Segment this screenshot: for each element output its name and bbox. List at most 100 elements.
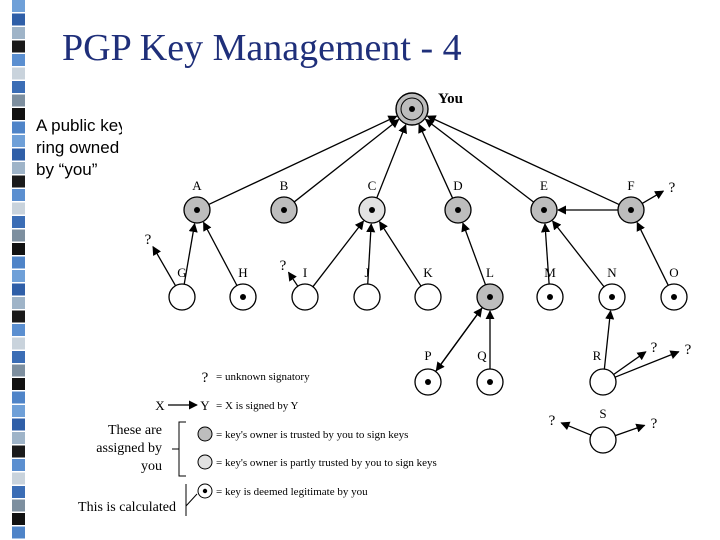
- sidebar-block: [12, 81, 25, 93]
- node-h-legit-dot: [240, 294, 246, 300]
- sidebar-block: [12, 310, 25, 323]
- sidebar-block: [12, 499, 25, 512]
- node-p-label: P: [424, 348, 431, 363]
- edge-i-c: [312, 220, 365, 288]
- sidebar-block: [12, 364, 25, 377]
- sidebar-block: [12, 513, 25, 525]
- edge-m-e: [540, 223, 551, 285]
- sidebar-block: [12, 405, 25, 417]
- node-p-legit-dot: [425, 379, 431, 385]
- node-e-label: E: [540, 178, 548, 193]
- sidebar-block: [12, 54, 25, 66]
- edge-l-p: [435, 307, 483, 372]
- edge-h-a: [202, 221, 238, 286]
- edge-d-you: [418, 123, 454, 199]
- node-s: [589, 426, 617, 454]
- edge-unknown-1: [152, 245, 177, 287]
- edge-o-f: [636, 221, 669, 286]
- node-k-label: K: [423, 265, 433, 280]
- node-h-label: H: [238, 265, 247, 280]
- sidebar-block: [12, 337, 25, 350]
- edge-unknown-5: [560, 421, 592, 436]
- intro-text: A public key ring owned by “you”: [36, 115, 122, 181]
- node-o-label: O: [669, 265, 678, 280]
- edge-unknown-6: [615, 423, 646, 437]
- edge-b-you: [293, 118, 400, 203]
- edge-unknown-2: [288, 271, 299, 287]
- legend-x-label: X: [155, 398, 165, 413]
- node-i: [291, 283, 319, 311]
- unknown-signatory-mark: ?: [651, 416, 658, 432]
- signature-edges: [183, 115, 669, 372]
- sidebar-block: [12, 229, 25, 242]
- node-b-label: B: [280, 178, 289, 193]
- sidebar-block: [12, 459, 25, 471]
- sidebar-block: [12, 378, 25, 390]
- sidebar-block: [12, 243, 25, 255]
- sidebar-block: [12, 256, 25, 269]
- calculated-bracket-link: [185, 493, 198, 507]
- unknown-signatory-mark: ?: [669, 180, 676, 196]
- legend-trusted-text: = key's owner is trusted by you to sign …: [216, 429, 408, 441]
- edge-a-you: [208, 115, 398, 206]
- unknown-signatory-mark: ?: [549, 413, 556, 429]
- sidebar-block: [12, 526, 25, 539]
- calculated-note: This is calculated: [78, 500, 176, 515]
- sidebar-block: [12, 175, 25, 188]
- slide-title: PGP Key Management - 4: [62, 27, 462, 69]
- node-j: [353, 283, 381, 311]
- node-c-legit-dot: [369, 207, 375, 213]
- legend-partly-text: = key's owner is partly trusted by you t…: [216, 457, 437, 469]
- sidebar-block: [12, 27, 25, 39]
- edge-c-you: [376, 123, 407, 199]
- legend-unknown-text: = unknown signatory: [216, 371, 310, 383]
- sidebar-block: [12, 472, 25, 485]
- sidebar-block: [12, 324, 25, 336]
- edge-e-you: [424, 118, 535, 203]
- node-r-label: R: [593, 348, 602, 363]
- sidebar-block: [12, 13, 25, 26]
- unknown-signatory-mark: ?: [145, 232, 152, 248]
- node-c-label: C: [368, 178, 377, 193]
- sidebar-block: [12, 418, 25, 431]
- node-j-label: J: [364, 265, 369, 280]
- node-l-legit-dot: [487, 294, 493, 300]
- legend-partly-swatch: [197, 454, 213, 470]
- sidebar-block: [12, 121, 25, 134]
- node-f-legit-dot: [628, 207, 634, 213]
- sidebar-block: [12, 297, 25, 309]
- node-g: [168, 283, 196, 311]
- edge-unknown-3: [613, 351, 647, 376]
- node-r: [589, 368, 617, 396]
- intro-line-2: ring owned: [36, 138, 120, 157]
- sidebar-block: [12, 202, 25, 215]
- node-you-legit-dot: [409, 106, 415, 112]
- intro-line-1: A public key: [36, 116, 122, 135]
- edge-k-c: [379, 221, 422, 287]
- sidebar-block: [12, 391, 25, 404]
- node-f-label: F: [627, 178, 634, 193]
- sidebar-block: [12, 189, 25, 201]
- node-l-label: L: [486, 265, 494, 280]
- node-n-label: N: [607, 265, 617, 280]
- sidebar-block: [12, 270, 25, 282]
- unknown-signatory-mark: ?: [685, 342, 692, 358]
- assigned-note: These are assigned by you: [96, 423, 162, 474]
- edge-unknown-4: [614, 350, 680, 378]
- node-m-label: M: [544, 265, 556, 280]
- node-you-label: You: [438, 91, 463, 107]
- unknown-signatories: ???????: [145, 180, 692, 437]
- edge-unknown-0: [641, 190, 665, 204]
- node-a-legit-dot: [194, 207, 200, 213]
- legend-y-label: Y: [200, 398, 210, 413]
- edge-g-a: [183, 222, 198, 285]
- node-d-label: D: [453, 178, 462, 193]
- unknown-signatory-mark: ?: [280, 258, 287, 274]
- node-d-legit-dot: [455, 207, 461, 213]
- intro-line-3: by “you”: [36, 160, 98, 179]
- legend-trusted-swatch: [197, 426, 213, 442]
- node-b-legit-dot: [281, 207, 287, 213]
- sidebar-block: [12, 445, 25, 458]
